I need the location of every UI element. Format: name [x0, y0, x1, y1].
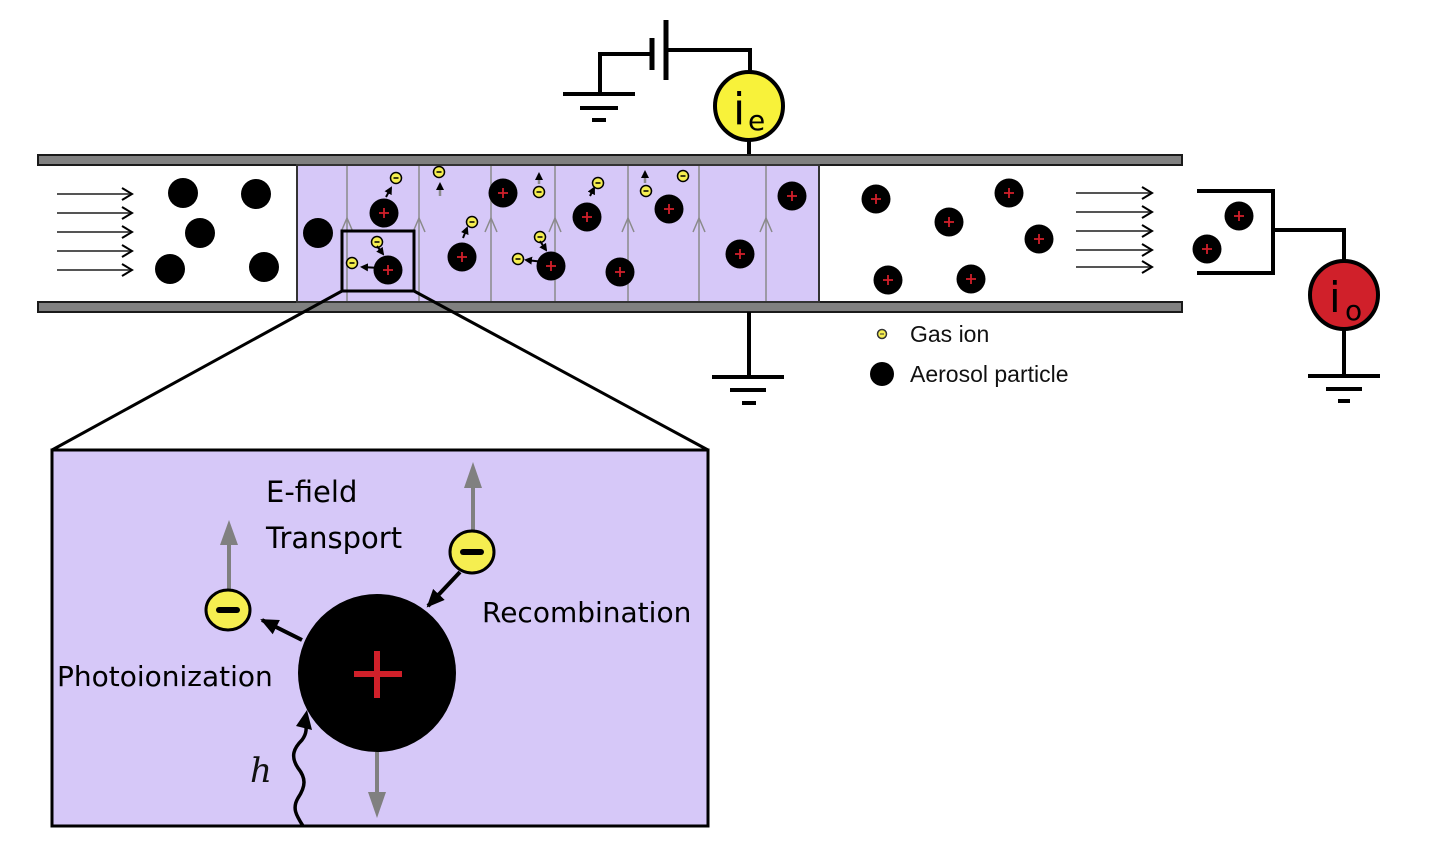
- electrometer-io-subscript: o: [1345, 294, 1362, 327]
- efield-label-line1: E-field: [266, 475, 357, 509]
- lower-wall: [37, 301, 1183, 313]
- irradiated-zone: [296, 164, 820, 303]
- collector-cup: [1197, 189, 1346, 275]
- electrometer-ie: i e: [713, 70, 785, 156]
- aerosol-particle: [155, 254, 185, 284]
- charged-aerosol-particle: [605, 257, 635, 287]
- charged-aerosol-particle: [861, 184, 891, 214]
- charged-aerosol-particle: [1024, 224, 1054, 254]
- charged-aerosol-particle: [369, 198, 399, 228]
- legend-aerosol-particle-icon: [870, 362, 894, 386]
- legend: Gas ion Aerosol particle: [870, 321, 1069, 387]
- outlet-flow-arrows: [1076, 186, 1154, 274]
- aerosol-particle: [241, 179, 271, 209]
- inset-ion-recombining: [448, 529, 496, 575]
- charged-aerosol-particle: [488, 178, 518, 208]
- aerosol-particle: [168, 178, 198, 208]
- charged-aerosol-particle: [725, 239, 755, 269]
- charged-aerosol-particle: [1224, 201, 1254, 231]
- legend-aerosol-particle-label: Aerosol particle: [910, 361, 1069, 387]
- efield-label-line2: Transport: [265, 521, 402, 555]
- photon-arrowhead: [296, 710, 312, 730]
- gas-ion: [370, 235, 384, 249]
- gas-ion: [676, 169, 690, 183]
- gas-ion: [389, 171, 403, 185]
- gas-ion: [533, 230, 547, 244]
- efield-transport-arrows: [220, 462, 482, 818]
- legend-gas-ion-label: Gas ion: [910, 321, 989, 347]
- ground-outlet-icon: [1308, 374, 1380, 403]
- upper-wall: [37, 154, 1183, 166]
- gas-ion: [511, 252, 525, 266]
- photoionization-label: Photoionization: [57, 660, 273, 693]
- electrometer-io: i o: [1308, 259, 1380, 376]
- zoom-projection-left: [51, 289, 343, 452]
- inlet-neutral-particles: [155, 178, 333, 284]
- charged-aerosol-particle: [373, 255, 403, 285]
- gas-ion: [532, 185, 546, 199]
- electrometer-io-symbol: i: [1329, 273, 1341, 322]
- charged-particles: [369, 178, 1254, 295]
- photon-energy-label: h: [250, 751, 272, 791]
- inset-ion-photoionized: [204, 588, 252, 632]
- electrometer-ie-subscript: e: [748, 104, 765, 137]
- recombination-arrow: [426, 570, 462, 608]
- ground-battery-icon: [563, 92, 635, 122]
- charged-aerosol-particle: [536, 251, 566, 281]
- aerosol-particle: [249, 252, 279, 282]
- charged-aerosol-particle: [654, 194, 684, 224]
- charged-aerosol-particle: [777, 181, 807, 211]
- charged-aerosol-particle: [1192, 234, 1222, 264]
- electrometer-ie-symbol: i: [733, 84, 745, 135]
- gas-ion: [465, 215, 479, 229]
- inlet-flow-arrows: [57, 187, 134, 277]
- electric-field-lines: [340, 166, 773, 301]
- charged-aerosol-particle: [873, 265, 903, 295]
- zoom-projection-right: [413, 289, 709, 452]
- aerosol-particle: [185, 218, 215, 248]
- ground-lower-electrode-icon: [712, 312, 784, 405]
- zoom-region-box: [340, 229, 416, 293]
- battery-circuit: [598, 20, 752, 94]
- ion-motion-arrows: [360, 170, 649, 272]
- photoionization-arrow: [260, 618, 303, 642]
- aerosol-particle: [303, 218, 333, 248]
- gas-ion: [345, 256, 359, 270]
- charged-aerosol-particle: [934, 207, 964, 237]
- gas-ion: [639, 184, 653, 198]
- gas-ion: [432, 165, 446, 179]
- photon-wave: [291, 717, 308, 827]
- gas-ion: [591, 176, 605, 190]
- inset-plus-sign: [354, 651, 402, 698]
- charged-aerosol-particle: [572, 202, 602, 232]
- charged-aerosol-particle: [994, 178, 1024, 208]
- charged-aerosol-particle: [447, 242, 477, 272]
- charged-aerosol-particle: [956, 264, 986, 294]
- recombination-label: Recombination: [482, 596, 691, 629]
